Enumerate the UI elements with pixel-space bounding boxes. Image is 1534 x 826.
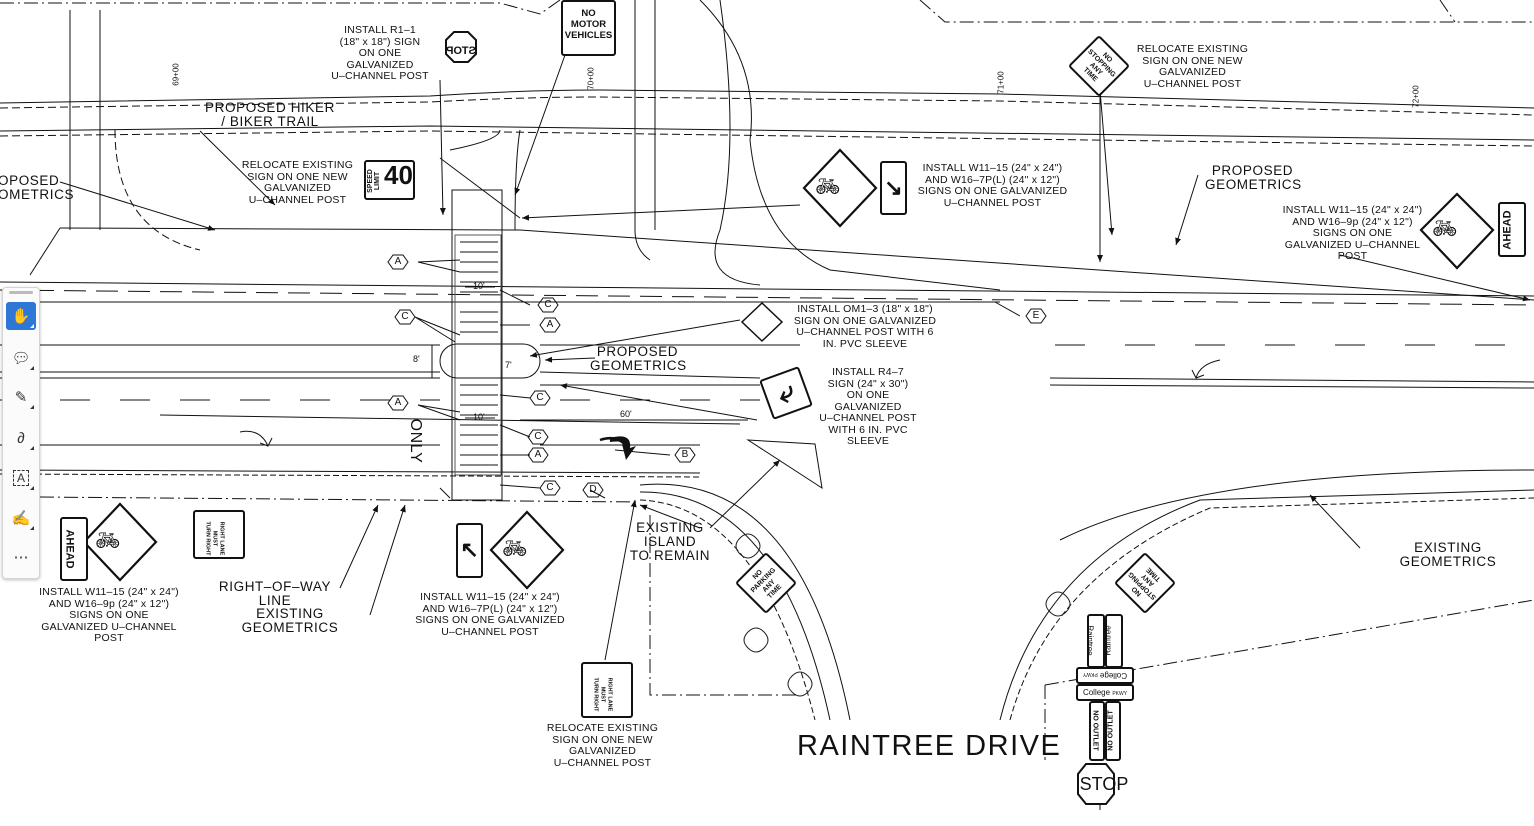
draw-tool[interactable]: ∂ — [6, 424, 36, 452]
sign-speed-limit: SPEED LIMIT 40 — [364, 160, 415, 200]
freehand-icon: ∂ — [17, 429, 25, 447]
street-sign-college-bottom: College PKWY — [1076, 684, 1134, 701]
college-top-text: College — [1099, 671, 1128, 680]
callout-c: C — [546, 482, 554, 493]
dimension-8ft: 8' — [413, 354, 420, 364]
annotation-toolbar: ✋ 💬︎ ✎ ∂ A ✍ ⋯ — [2, 287, 40, 579]
street-sign-no-outlet-left: NO OUTLET — [1089, 701, 1105, 761]
pavement-marking-only: ONLY — [407, 418, 424, 464]
station-70: 70+00 — [586, 67, 596, 90]
comment-icon: 💬︎ — [11, 350, 31, 367]
label-raintree-drive: RAINTREE DRIVE — [797, 730, 1062, 762]
callout-c: C — [401, 311, 409, 322]
speed-limit-word: SPEED LIMIT — [366, 169, 381, 193]
no-outlet-right-text: NO OUTLET — [1107, 710, 1115, 751]
label-proposed-geometrics-left: OPOSED OMETRICS — [0, 173, 75, 202]
more-tools[interactable]: ⋯ — [6, 543, 36, 571]
toolbar-grip[interactable] — [9, 291, 33, 294]
sign-stop-mirrored: STOP — [446, 45, 476, 57]
callout-a: A — [394, 256, 402, 267]
station-72: 72+00 — [1411, 85, 1421, 108]
callout-a: A — [546, 319, 554, 330]
signature-icon: ✍ — [11, 510, 31, 527]
label-existing-geometrics-left: EXISTING GEOMETRICS — [241, 606, 339, 635]
callout-a: A — [534, 449, 542, 460]
station-71: 71+00 — [996, 71, 1006, 94]
note-relocate-speed-limit: RELOCATE EXISTING SIGN ON ONE NEW GALVAN… — [241, 159, 354, 206]
street-sign-college-top: College PKWY — [1076, 667, 1134, 684]
note-install-r4-7: INSTALL R4–7 SIGN (24" x 30") ON ONE GAL… — [819, 366, 917, 447]
street-sign-raintree-left: Raintree — [1085, 614, 1105, 668]
label-existing-island: EXISTING ISLAND TO REMAIN — [629, 520, 711, 563]
text-box-icon: A — [12, 470, 29, 486]
sign-no-motor-vehicles: NO MOTOR VEHICLES — [561, 0, 616, 56]
dimension-7ft: 7' — [505, 360, 512, 370]
hand-tool[interactable]: ✋ — [6, 302, 36, 330]
sign-right-lane-turn-right-left: RIGHT LANE MUST TURN RIGHT — [193, 510, 245, 559]
sign-right-lane-turn-right-bottom: RIGHT LANE MUST TURN RIGHT — [581, 662, 633, 718]
dimension-60ft: 60' — [620, 409, 632, 419]
sign-arrow-bottom: ↖ — [456, 523, 483, 578]
station-69: 69+00 — [171, 63, 181, 86]
callout-d: D — [589, 484, 597, 495]
callout-a: A — [394, 397, 402, 408]
bike-ped-icon-right: 🚲︎ — [1432, 218, 1458, 240]
right-lane-text-bottom: RIGHT LANE MUST TURN RIGHT — [592, 677, 613, 712]
sign-stop-bottom: STOP — [1079, 774, 1129, 794]
note-install-w11-15-bottom: INSTALL W11–15 (24" x 24") AND W16–7P(L)… — [415, 591, 565, 638]
note-install-r1-1: INSTALL R1–1 (18" x 18") SIGN ON ONE GAL… — [331, 24, 429, 82]
note-relocate-right-lane: RELOCATE EXISTING SIGN ON ONE NEW GALVAN… — [546, 722, 659, 769]
highlight-tool[interactable]: ✎ — [6, 383, 36, 411]
callout-e: E — [1032, 310, 1040, 321]
comment-tool[interactable]: 💬︎ — [6, 344, 36, 372]
street-sign-no-outlet-right: NO OUTLET — [1105, 701, 1121, 761]
bike-ped-icon-top: 🚲︎ — [815, 176, 841, 198]
hand-icon: ✋ — [11, 308, 31, 325]
label-proposed-geometrics-center: PROPOSED GEOMETRICS — [590, 344, 687, 373]
callout-c: C — [544, 299, 552, 310]
dimension-10ft-top: 10' — [473, 281, 485, 291]
no-outlet-left-text: NO OUTLET — [1091, 710, 1099, 751]
text-box-tool[interactable]: A — [6, 464, 36, 492]
bike-ped-icon-bottom: 🚲︎ — [502, 538, 528, 560]
dimension-10ft-bottom: 10' — [473, 412, 485, 422]
street-sign-raintree-right: Raintree — [1103, 614, 1123, 668]
callout-b: B — [681, 449, 689, 460]
label-right-of-way-line: RIGHT–OF–WAY LINE — [218, 579, 332, 608]
sign-ahead-left: AHEAD — [60, 517, 88, 581]
label-hiker-biker-trail: PROPOSED HIKER / BIKER TRAIL — [205, 100, 335, 129]
note-install-w11-15-right: INSTALL W11–15 (24" x 24") AND W16–9p (2… — [1282, 204, 1423, 262]
pen-icon: ✎ — [14, 389, 28, 406]
note-relocate-no-stopping: RELOCATE EXISTING SIGN ON ONE NEW GALVAN… — [1136, 43, 1249, 90]
more-icon: ⋯ — [13, 549, 29, 566]
note-install-om1-3: INSTALL OM1–3 (18" x 18") SIGN ON ONE GA… — [793, 303, 937, 350]
note-install-w11-15-left: INSTALL W11–15 (24" x 24") AND W16–9p (2… — [39, 586, 179, 644]
bike-ped-icon-left: 🚲︎ — [95, 530, 121, 552]
label-existing-geometrics-right: EXISTING GEOMETRICS — [1399, 540, 1497, 569]
sign-arrow-top: ↘ — [880, 161, 907, 215]
callout-c: C — [536, 392, 544, 403]
note-install-w11-15-top: INSTALL W11–15 (24" x 24") AND W16–7P(L)… — [917, 162, 1068, 209]
college-top-suffix: PKWY — [1082, 671, 1098, 677]
sign-ahead-right: AHEAD — [1498, 202, 1526, 257]
right-lane-text-left: RIGHT LANE MUST TURN RIGHT — [204, 521, 225, 556]
label-proposed-geometrics-right: PROPOSED GEOMETRICS — [1205, 163, 1302, 192]
raintree-left-text: Raintree — [1085, 625, 1095, 656]
college-bottom-suffix: PKWY — [1112, 691, 1128, 697]
ahead-right-text: AHEAD — [1501, 210, 1514, 250]
speed-limit-value: 40 — [384, 160, 413, 190]
ahead-left-text: AHEAD — [63, 529, 76, 569]
raintree-right-text: Raintree — [1103, 625, 1113, 656]
callout-c: C — [534, 431, 542, 442]
college-bottom-text: College — [1082, 688, 1111, 697]
sign-tool[interactable]: ✍ — [6, 504, 36, 532]
